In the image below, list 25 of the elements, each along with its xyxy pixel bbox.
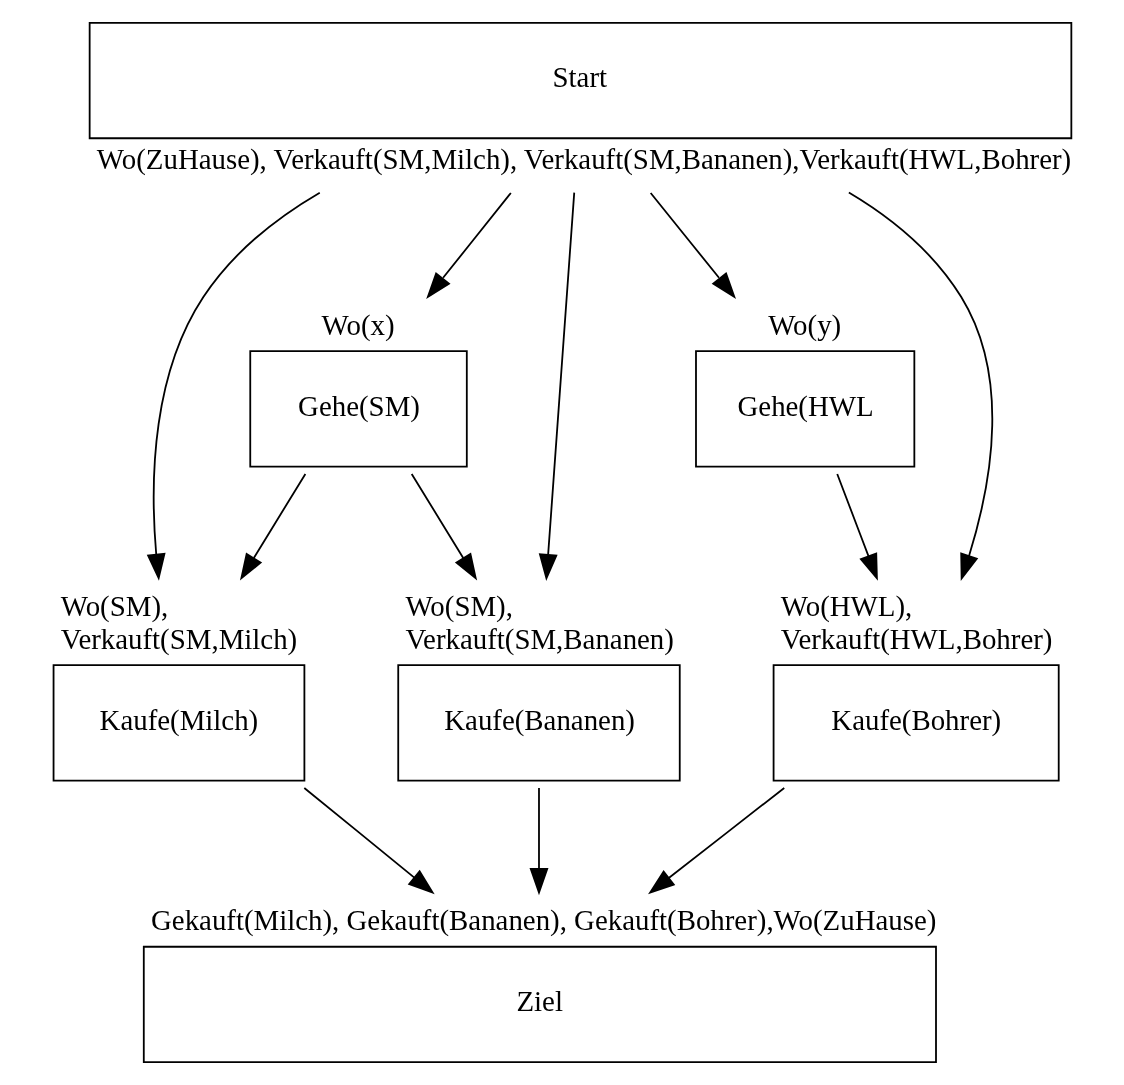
node-label: Wo(y): [768, 308, 842, 341]
node-label: Wo(SM), Verkauft(SM,Bananen): [405, 590, 674, 655]
arrow: [303, 787, 435, 895]
node-box: Gehe(HWL: [695, 350, 916, 468]
arrow: [529, 787, 549, 896]
arrow: [648, 787, 786, 895]
node-box: Start: [88, 21, 1073, 140]
node-box: Gehe(SM): [249, 350, 468, 468]
arrow: [538, 191, 576, 582]
arrow: [836, 473, 878, 581]
node-label: Wo(HWL), Verkauft(HWL,Bohrer): [780, 590, 1053, 655]
arrow: [649, 192, 737, 299]
arrow: [239, 473, 307, 581]
node-label: Gekauft(Milch), Gekauft(Bananen), Gekauft(Bohrer),Wo(ZuHause): [151, 904, 937, 937]
arrow: [426, 192, 512, 299]
arrow: [847, 191, 994, 581]
node-box: Kaufe(Milch): [52, 664, 306, 782]
node-box: Kaufe(Bohrer): [772, 664, 1060, 782]
node-label: Wo(SM), Verkauft(SM,Milch): [60, 590, 298, 655]
node-box: Ziel: [142, 945, 937, 1064]
arrow: [146, 191, 321, 581]
arrow: [410, 473, 478, 581]
node-label: Wo(x): [321, 308, 395, 341]
node-label: Wo(ZuHause), Verkauft(SM,Milch), Verkauft(SM,Bananen),Verkauft(HWL,Bohrer): [96, 142, 1072, 175]
node-box: Kaufe(Bananen): [397, 664, 681, 782]
